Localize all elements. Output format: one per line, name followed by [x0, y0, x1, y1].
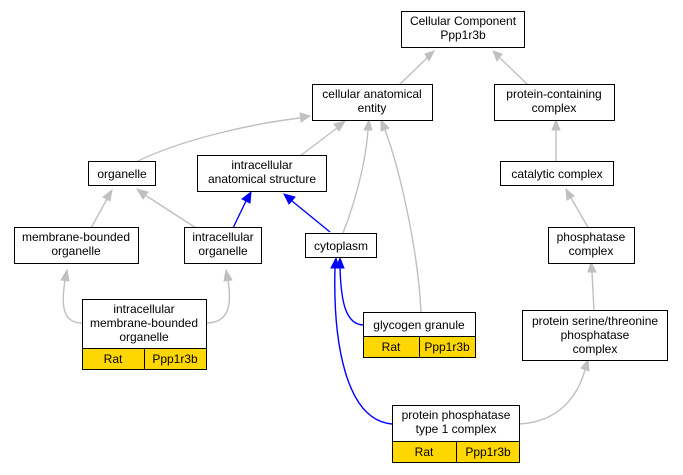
node-intracellular-membrane-bounded-organelle[interactable]: intracellular membrane-bounded organelle… [82, 299, 207, 370]
annotation-species: Rat [104, 352, 123, 366]
edge-imbo-to-intracellular-organelle [205, 268, 233, 324]
node-protein-phosphatase-type-1-complex[interactable]: protein phosphatase type 1 complex Rat P… [392, 405, 520, 463]
edge-pp1-complex-to-cytoplasm [330, 256, 393, 425]
node-membrane-bounded-organelle[interactable]: membrane-bounded organelle [14, 227, 139, 264]
node-protein-containing-complex[interactable]: protein-containing complex [494, 84, 615, 121]
node-label: complex [532, 101, 577, 115]
edge-cytoplasm-to-cellular-anatomical-entity [342, 118, 373, 234]
edge-glycogen-granule-to-cellular-anatomical-entity [380, 118, 422, 313]
annotation-species: Rat [382, 340, 401, 354]
node-label: membrane-bounded [22, 230, 130, 244]
node-label: protein phosphatase [402, 408, 511, 422]
node-label: catalytic complex [511, 167, 602, 181]
node-label: Cellular Component [410, 14, 517, 28]
node-label: intracellular [192, 230, 253, 244]
edge-phosphatase-complex-to-catalytic-complex [565, 187, 590, 230]
edge-cytoplasm-to-intracellular-anatomical-structure [283, 193, 331, 233]
node-organelle[interactable]: organelle [88, 161, 156, 186]
node-label: organelle [97, 167, 147, 181]
node-cellular-anatomical-entity[interactable]: cellular anatomical entity [312, 84, 433, 121]
node-label: membrane-bounded [90, 316, 198, 330]
edge-cellular-anatomical-entity-to-root [398, 50, 435, 86]
annotation-gene-cell [144, 348, 207, 370]
annotation-gene: Ppp1r3b [424, 340, 470, 354]
node-label: cytoplasm [314, 239, 368, 253]
node-label: Ppp1r3b [440, 28, 486, 42]
node-label: intracellular [231, 158, 292, 172]
edge-catalytic-complex-to-protein-containing-complex [551, 118, 561, 162]
node-label: organelle [119, 330, 169, 344]
node-glycogen-granule[interactable]: glycogen granule Rat Ppp1r3b [363, 312, 476, 358]
edge-intracellular-anatomical-structure-to-cellular-anatomical-entity [299, 120, 347, 157]
annotation-gene-cell [456, 441, 520, 463]
edge-organelle-to-cellular-anatomical-entity [135, 112, 312, 163]
edge-glycogen-granule-to-cytoplasm [335, 256, 365, 326]
node-label: protein-containing [506, 87, 601, 101]
node-label: anatomical structure [208, 172, 316, 186]
node-label: organelle [51, 244, 101, 258]
edge-pst-phosphatase-complex-to-phosphatase-complex [587, 260, 597, 312]
node-label: glycogen granule [373, 318, 465, 332]
node-label: intracellular [113, 302, 174, 316]
node-catalytic-complex[interactable]: catalytic complex [500, 161, 614, 186]
annotation-species: Rat [415, 445, 434, 459]
edge-membrane-bounded-organelle-to-organelle [90, 188, 113, 229]
node-intracellular-anatomical-structure[interactable]: intracellular anatomical structure [197, 155, 327, 192]
edge-protein-containing-complex-to-root [492, 50, 529, 86]
node-cellular-component-root[interactable]: Cellular Component Ppp1r3b [401, 11, 525, 48]
annotation-gene-cell [419, 336, 476, 358]
node-cytoplasm[interactable]: cytoplasm [305, 233, 377, 258]
node-label: phosphatase [557, 230, 626, 244]
node-label: complex [573, 342, 618, 356]
edge-pp1-complex-to-pst-phosphatase-complex [518, 358, 590, 425]
node-phosphatase-complex[interactable]: phosphatase complex [548, 227, 635, 264]
node-intracellular-organelle[interactable]: intracellular organelle [184, 227, 262, 264]
node-label: entity [358, 101, 387, 115]
edge-intracellular-organelle-to-organelle [135, 188, 197, 229]
annotation-gene: Ppp1r3b [152, 352, 198, 366]
node-label: protein serine/threonine [532, 314, 658, 328]
node-label: cellular anatomical [322, 87, 421, 101]
node-label: phosphatase [561, 328, 630, 342]
node-label: organelle [198, 244, 248, 258]
node-protein-serine-threonine-phosphatase-complex[interactable]: protein serine/threonine phosphatase com… [522, 310, 668, 361]
edge-intracellular-organelle-to-intracellular-anatomical-structure [232, 190, 252, 229]
node-label: complex [569, 244, 614, 258]
annotation-gene: Ppp1r3b [465, 445, 511, 459]
edge-imbo-to-membrane-bounded-organelle [60, 268, 83, 324]
node-label: type 1 complex [416, 422, 497, 436]
